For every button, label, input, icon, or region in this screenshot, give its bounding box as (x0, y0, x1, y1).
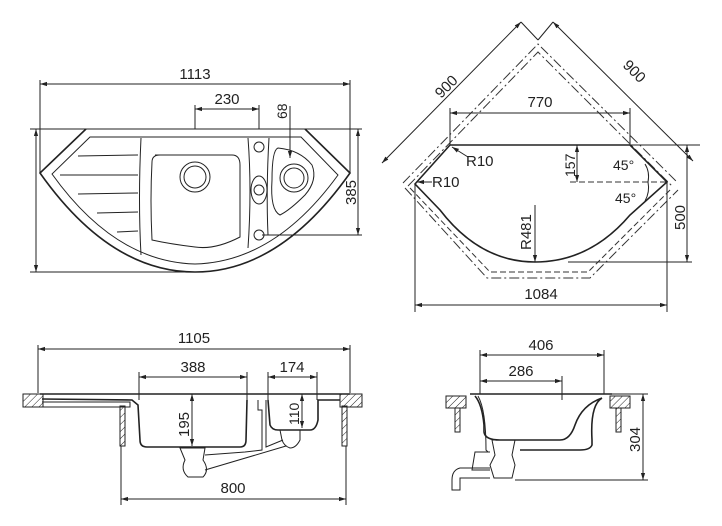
small-bowl (271, 147, 315, 216)
label-radius-large: R481 (518, 214, 535, 250)
dim-cabinet-800: 800 (220, 480, 245, 497)
label-angle-2: 45° (615, 190, 636, 206)
dim-depth: 385 (343, 180, 360, 205)
dim-width-406: 406 (528, 337, 553, 354)
accessory-hole-icon (253, 229, 265, 241)
dim-small-offset: 68 (274, 103, 290, 119)
label-radius-2: R10 (432, 174, 460, 191)
corner-view: 900 900 770 R10 R10 157 45° 45° R481 500… (381, 21, 700, 312)
label-radius-1: R10 (466, 153, 494, 170)
dim-side-left: 900 (432, 72, 462, 102)
dim-bowl-offset: 230 (214, 91, 239, 108)
small-drain-icon (279, 163, 309, 193)
dim-width-total: 1113 (179, 66, 210, 83)
label-angle-1: 45° (613, 157, 634, 173)
dim-depth-500: 500 (672, 205, 689, 230)
main-drain-icon (179, 161, 211, 193)
dim-bowl-286: 286 (508, 363, 533, 380)
dim-height-304: 304 (627, 427, 644, 452)
dim-small-bowl-174: 174 (279, 359, 304, 376)
overflow-icon (250, 175, 268, 205)
dim-offset: 157 (562, 153, 578, 177)
front-section: 1105 388 174 195 110 800 (22, 330, 363, 505)
cutout-outline (413, 144, 669, 263)
dim-bowl-388: 388 (180, 359, 205, 376)
dim-inner-width: 770 (527, 94, 552, 111)
dim-bowl-depth-195: 195 (176, 412, 193, 437)
side-waste-icon (451, 439, 516, 491)
waste-pipe-icon (179, 400, 301, 478)
tap-hole-icon (253, 141, 265, 153)
top-view: 1113 230 68 385 (30, 66, 362, 273)
dim-side-right: 900 (619, 57, 649, 87)
sink-outline (38, 128, 352, 273)
drainer-grooves (60, 154, 139, 233)
dim-width-1084: 1084 (524, 286, 557, 303)
dim-small-depth-110: 110 (286, 402, 302, 425)
side-section: 406 286 304 (445, 337, 648, 491)
dim-width-1105: 1105 (178, 330, 210, 347)
main-bowl (150, 154, 241, 248)
